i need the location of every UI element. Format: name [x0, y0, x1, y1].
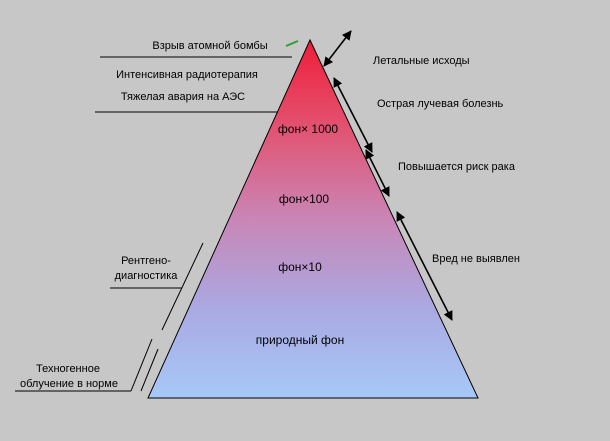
no-harm-label: Вред не выявлен [432, 253, 520, 265]
technogenic-callout-diagonal-1 [130, 338, 153, 392]
technogenic-callout-diagonal-2 [140, 348, 159, 392]
acute-sickness-label: Острая лучевая болезнь [377, 98, 504, 110]
no-harm-range-arrow [396, 211, 453, 321]
npp-accident-label: Тяжелая авария на АЭС [121, 91, 245, 103]
pyramid-level-natural-label: природный фон [256, 333, 344, 347]
bomb-label: Взрыв атомной бомбы [152, 40, 267, 52]
technogenic-label-line2: облучение в норме [20, 378, 118, 390]
xray-callout-diagonal [161, 242, 204, 331]
xray-label-line1: Рентгено- [121, 255, 171, 267]
acute-sickness-range-arrow [333, 77, 373, 153]
pyramid-level-1000x-label: фон× 1000 [278, 122, 339, 136]
pyramid-shape [147, 38, 479, 399]
radiotherapy-label: Интенсивная радиотерапия [116, 69, 258, 81]
lethal-range-arrow [323, 30, 352, 67]
lethal-label: Летальные исходы [373, 55, 470, 67]
xray-label-line2: диагностика [115, 270, 179, 282]
cancer-risk-label: Повышается риск рака [398, 161, 516, 173]
apex-marker [285, 40, 299, 47]
pyramid-level-10x-label: фон×10 [278, 260, 322, 274]
technogenic-label-line1: Техногенное [36, 363, 100, 375]
pyramid-level-100x-label: фон×100 [279, 192, 330, 206]
cancer-risk-range-arrow [365, 149, 390, 197]
